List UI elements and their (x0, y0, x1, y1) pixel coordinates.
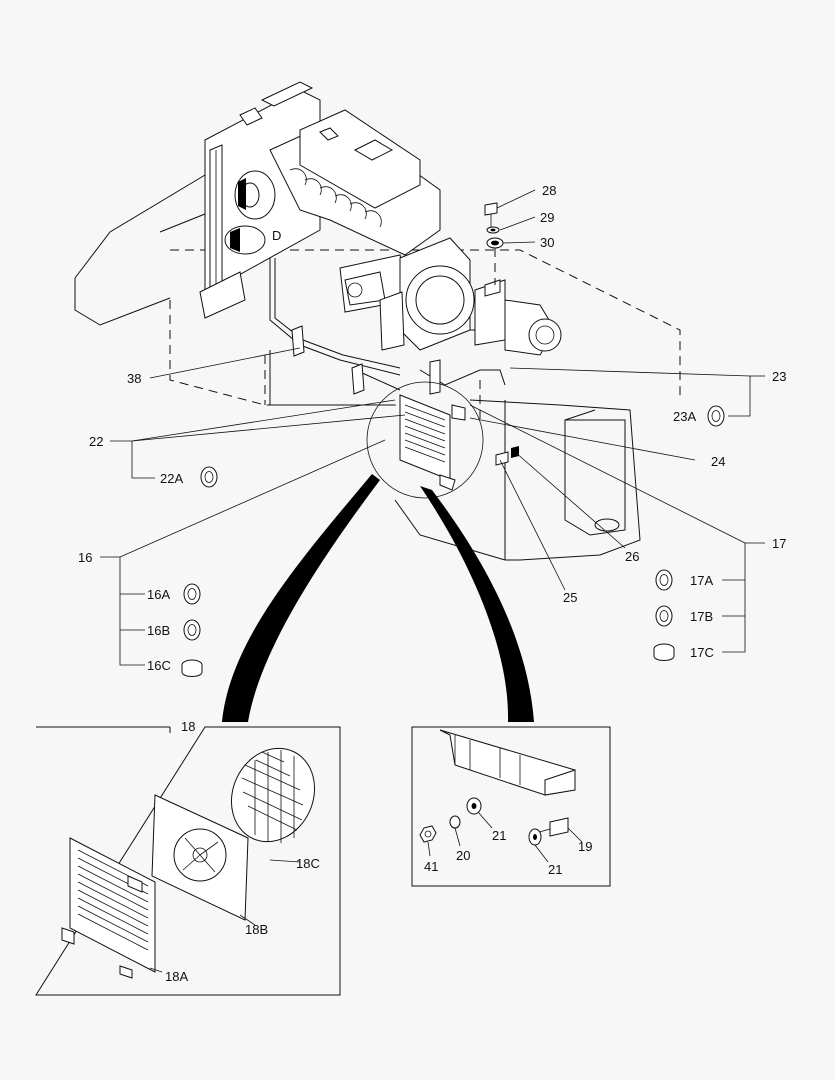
callout-24: 24 (711, 454, 725, 469)
alternator (224, 170, 276, 255)
callout-19: 19 (578, 839, 592, 854)
detail-box-hardware (411, 726, 611, 887)
leader-lines (100, 189, 765, 973)
callout-18C: 18C (296, 856, 320, 871)
callout-17: 17 (772, 536, 786, 551)
callout-22A: 22A (160, 471, 183, 486)
seal-16B (183, 619, 201, 641)
washer-29 (486, 226, 500, 234)
seal-17A (655, 569, 673, 591)
fan-guard-18C (230, 747, 316, 843)
callout-18: 18 (181, 719, 195, 734)
lockwasher-20 (449, 815, 461, 829)
washer-30 (486, 237, 504, 285)
bolt-25 (495, 451, 509, 466)
callout-16C: 16C (147, 658, 171, 673)
oil-cooler-installed (366, 381, 484, 499)
callout-D: D (272, 228, 281, 243)
zoom-funnel (222, 474, 534, 722)
seal-17B (655, 605, 673, 627)
callout-labels: 28 29 30 D 38 23 23A 22 22A 24 17 26 16 … (78, 183, 786, 984)
seal-16A (183, 583, 201, 605)
hydraulic-lines (269, 258, 506, 395)
callout-16: 16 (78, 550, 92, 565)
callout-16A: 16A (147, 587, 170, 602)
nut-41 (419, 825, 437, 843)
callout-22: 22 (89, 434, 103, 449)
callout-18A: 18A (165, 969, 188, 984)
fan-shroud-18B (151, 794, 249, 921)
flywheel-housing (379, 237, 475, 351)
callout-17B: 17B (690, 609, 713, 624)
callout-23: 23 (772, 369, 786, 384)
callout-23A: 23A (673, 409, 696, 424)
cooler-core-18A (61, 837, 156, 979)
callout-18B: 18B (245, 922, 268, 937)
callout-16B: 16B (147, 623, 170, 638)
callout-29: 29 (540, 210, 554, 225)
callout-20: 20 (456, 848, 470, 863)
washer-21-upper (466, 797, 482, 815)
seal-22A (200, 466, 218, 488)
cap-17C (653, 643, 675, 661)
callout-38: 38 (127, 371, 141, 386)
callout-25: 25 (563, 590, 577, 605)
washer-21-lower (528, 828, 542, 846)
callout-21-upper: 21 (492, 828, 506, 843)
callout-17C: 17C (690, 645, 714, 660)
callout-21-lower: 21 (548, 862, 562, 877)
seal-23A (707, 405, 725, 427)
callout-28: 28 (542, 183, 556, 198)
callout-41: 41 (424, 859, 438, 874)
hydraulic-pump (474, 279, 562, 356)
callout-17A: 17A (690, 573, 713, 588)
callout-26: 26 (625, 549, 639, 564)
cap-16C (181, 659, 203, 677)
callout-30: 30 (540, 235, 554, 250)
